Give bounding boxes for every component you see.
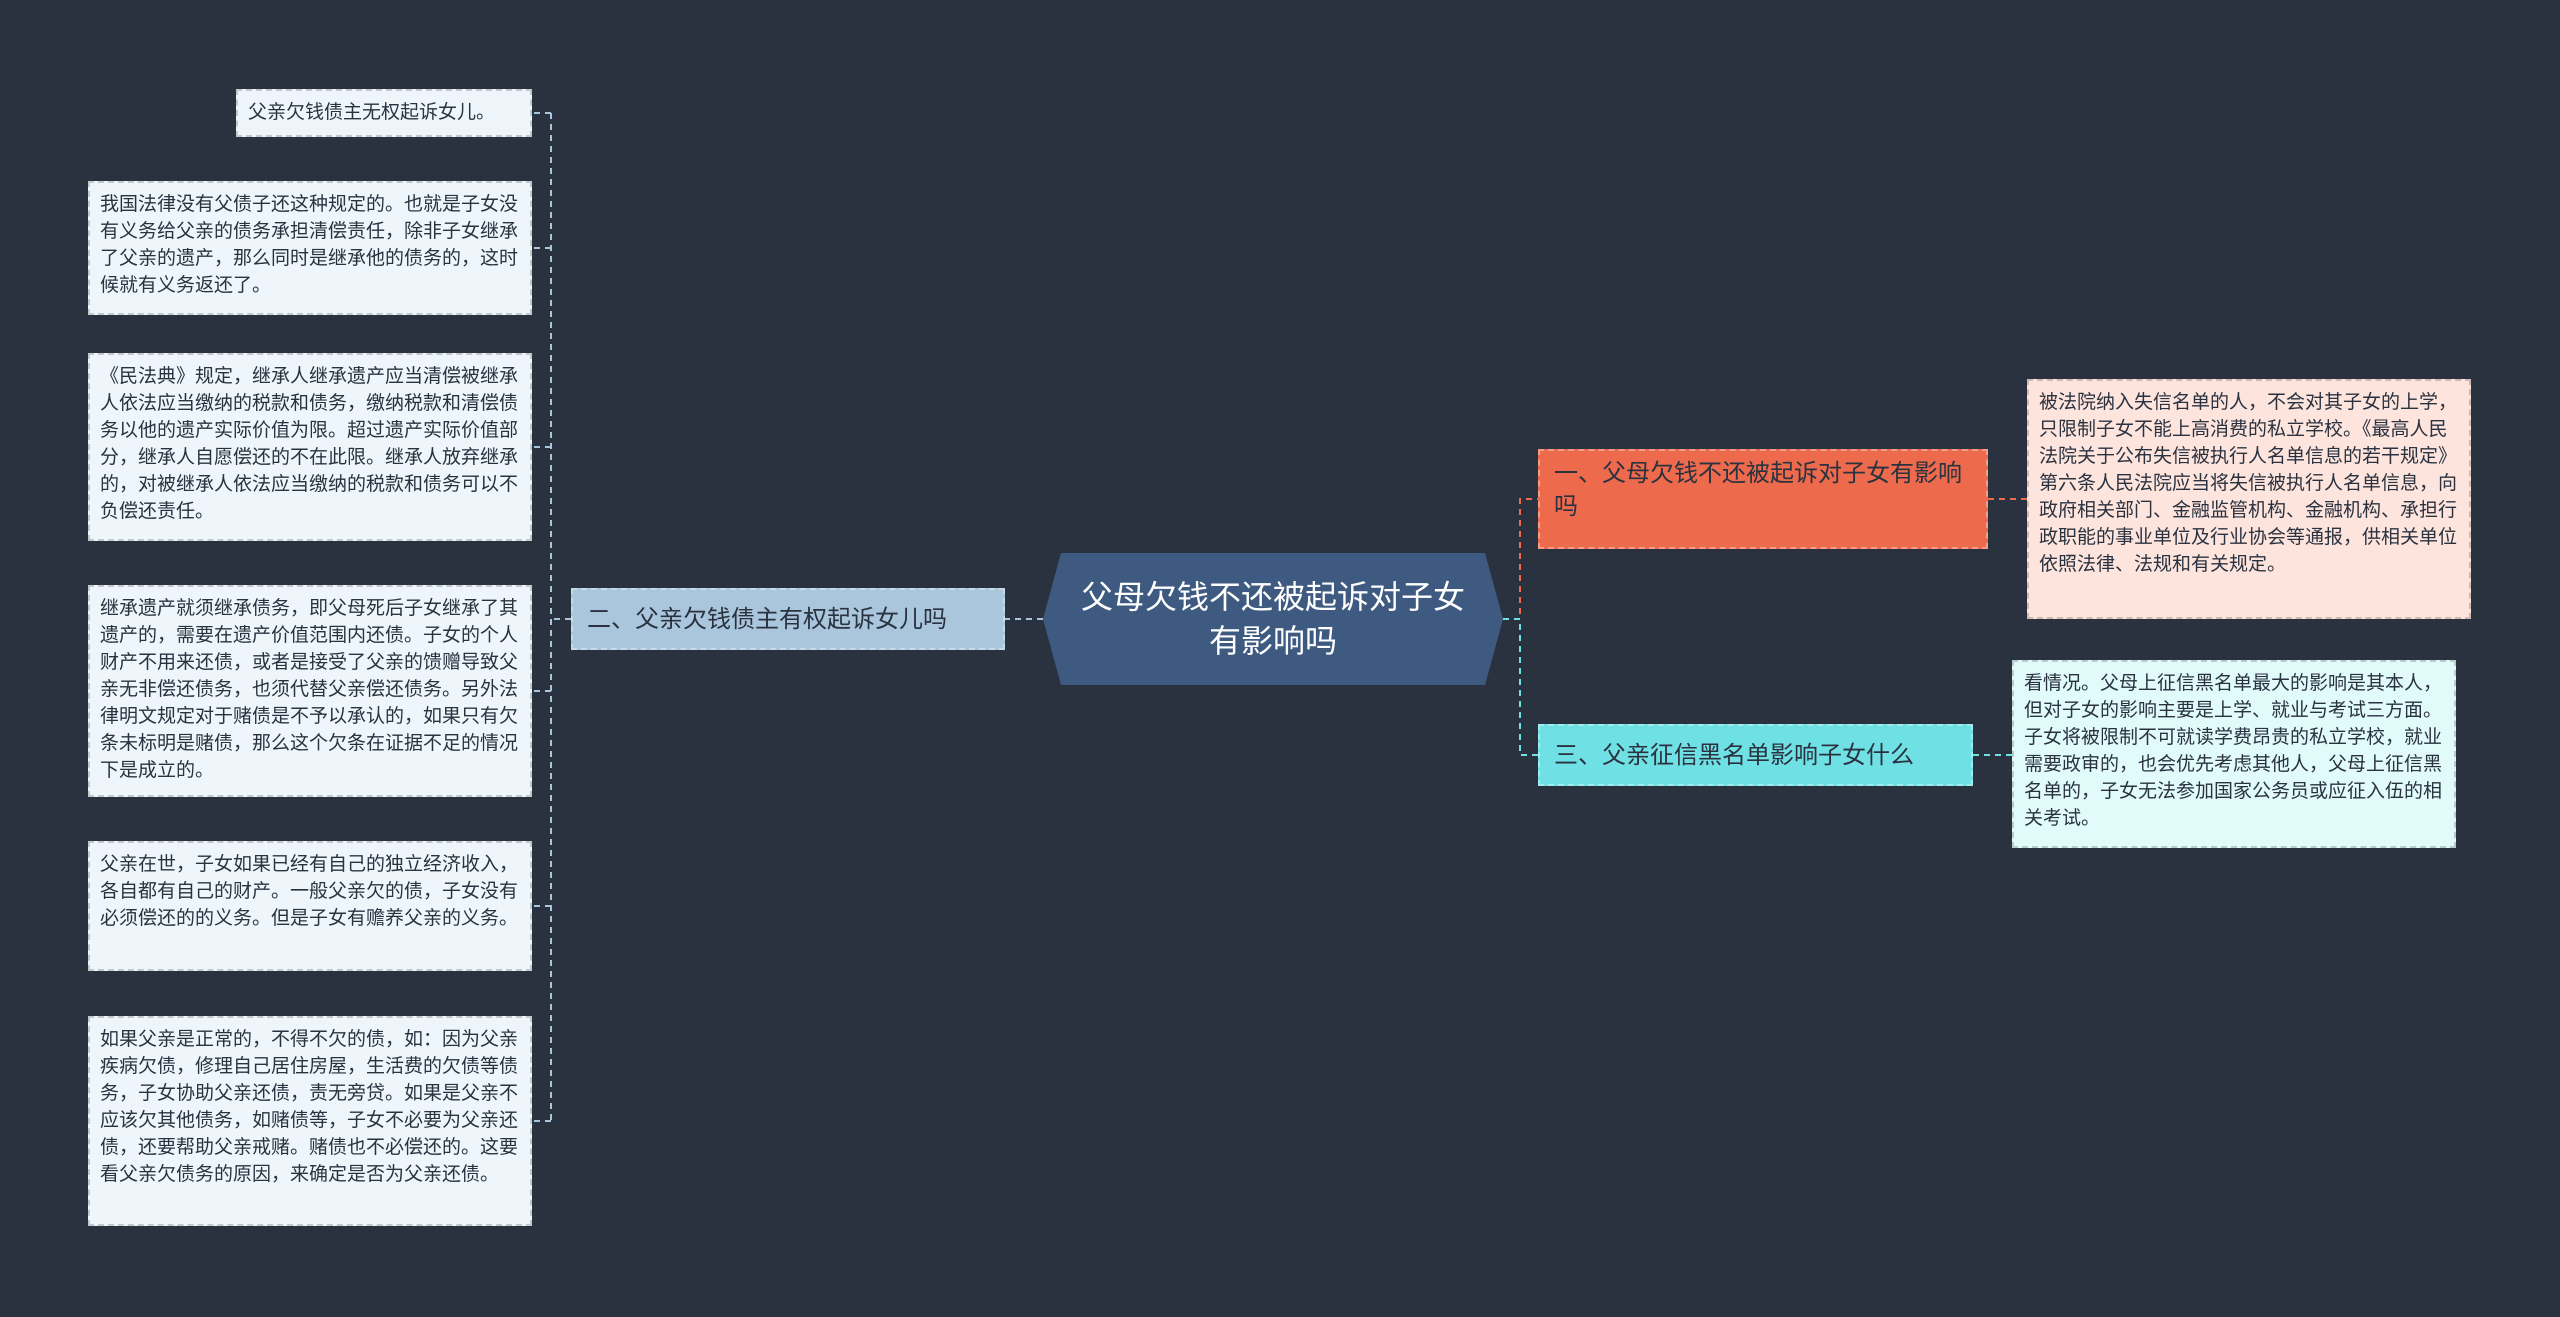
leaf-b2-3-text: 《民法典》规定，继承人继承遗产应当清偿被继承人依法应当缴纳的税款和债务，缴纳税款…: [100, 365, 519, 522]
leaf-b2-1[interactable]: 父亲欠钱债主无权起诉女儿。: [236, 89, 532, 137]
leaf-b2-2-text: 我国法律没有父债子还这种规定的。也就是子女没有义务给父亲的债务承担清偿责任，除非…: [100, 193, 519, 296]
leaf-b3-text: 看情况。父母上征信黑名单最大的影响是其本人，但对子女的影响主要是上学、就业与考试…: [2024, 672, 2443, 829]
leaf-b2-4-text: 继承遗产就须继承债务，即父母死后子女继承了其遗产的，需要在遗产价值范围内还债。子…: [100, 597, 519, 781]
root-topic[interactable]: 父母欠钱不还被起诉对子女有影响吗: [1043, 553, 1503, 685]
connector-b2-trunk: [550, 113, 571, 1121]
branch-topic-2-label: 二、父亲欠钱债主有权起诉女儿吗: [587, 604, 947, 633]
branch-topic-2[interactable]: 二、父亲欠钱债主有权起诉女儿吗: [571, 588, 1005, 650]
leaf-b2-1-text: 父亲欠钱债主无权起诉女儿。: [248, 101, 496, 123]
leaf-b2-2[interactable]: 我国法律没有父债子还这种规定的。也就是子女没有义务给父亲的债务承担清偿责任，除非…: [88, 181, 532, 315]
branch-topic-1[interactable]: 一、父母欠钱不还被起诉对子女有影响吗: [1538, 449, 1988, 549]
connector-root-b1: [1503, 498, 1538, 620]
leaf-b2-5[interactable]: 父亲在世，子女如果已经有自己的独立经济收入，各自都有自己的财产。一般父亲欠的债，…: [88, 841, 532, 971]
root-topic-label: 父母欠钱不还被起诉对子女有影响吗: [1080, 578, 1465, 660]
branch-topic-3[interactable]: 三、父亲征信黑名单影响子女什么: [1538, 724, 1973, 786]
leaf-b2-3[interactable]: 《民法典》规定，继承人继承遗产应当清偿被继承人依法应当缴纳的税款和债务，缴纳税款…: [88, 353, 532, 541]
leaf-b3[interactable]: 看情况。父母上征信黑名单最大的影响是其本人，但对子女的影响主要是上学、就业与考试…: [2012, 660, 2456, 848]
leaf-b1[interactable]: 被法院纳入失信名单的人，不会对其子女的上学，只限制子女不能上高消费的私立学校。《…: [2027, 379, 2471, 619]
branch-topic-3-label: 三、父亲征信黑名单影响子女什么: [1554, 740, 1914, 769]
connector-root-b3: [1503, 618, 1538, 756]
leaf-b2-6-text: 如果父亲是正常的，不得不欠的债，如：因为父亲疾病欠债，修理自己居住房屋，生活费的…: [100, 1028, 519, 1185]
leaf-b2-5-text: 父亲在世，子女如果已经有自己的独立经济收入，各自都有自己的财产。一般父亲欠的债，…: [100, 853, 519, 929]
branch-topic-1-label: 一、父母欠钱不还被起诉对子女有影响吗: [1554, 459, 1962, 520]
leaf-b1-text: 被法院纳入失信名单的人，不会对其子女的上学，只限制子女不能上高消费的私立学校。《…: [2039, 391, 2458, 575]
leaf-b2-6[interactable]: 如果父亲是正常的，不得不欠的债，如：因为父亲疾病欠债，修理自己居住房屋，生活费的…: [88, 1016, 532, 1226]
leaf-b2-4[interactable]: 继承遗产就须继承债务，即父母死后子女继承了其遗产的，需要在遗产价值范围内还债。子…: [88, 585, 532, 797]
